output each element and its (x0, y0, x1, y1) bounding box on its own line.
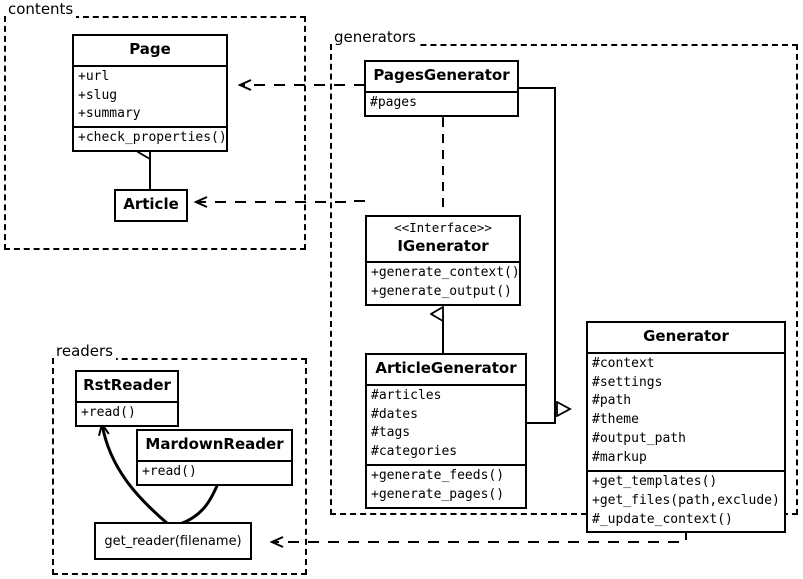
class-methods-generator: +get_templates() +get_files(path,exclude… (588, 469, 784, 532)
class-attribute: #path (592, 393, 632, 409)
class-attribute: #settings (592, 374, 663, 390)
class-attribute: +slug (78, 87, 118, 103)
class-box-article[interactable]: Article (114, 189, 188, 222)
class-box-pagesgenerator[interactable]: PagesGenerator #pages (364, 60, 519, 117)
package-frame-contents (4, 16, 306, 250)
class-attribute: #tags (371, 425, 411, 441)
class-attributes-generator: #context #settings #path #theme #output_… (588, 351, 784, 470)
class-methods-mardownreader: +read() (138, 459, 291, 484)
class-attribute: #pages (370, 94, 417, 110)
class-attribute: #categories (371, 444, 458, 460)
class-attribute: #markup (592, 449, 647, 465)
class-name-page: Page (129, 40, 171, 58)
class-stereotype-igenerator: <<Interface>> (394, 220, 492, 235)
class-method: +generate_pages() (371, 486, 505, 502)
class-box-articlegenerator[interactable]: ArticleGenerator #articles #dates #tags … (365, 353, 527, 509)
class-attribute: #theme (592, 412, 639, 428)
class-method: +get_templates() (592, 473, 718, 489)
class-name-articlegenerator: ArticleGenerator (375, 359, 517, 377)
class-name-text: IGenerator (397, 236, 489, 255)
class-name-pagesgenerator: PagesGenerator (373, 66, 510, 84)
class-name-igenerator: <<Interface>> IGenerator (367, 217, 519, 261)
class-methods-igenerator: +generate_context() +generate_output() (367, 261, 520, 304)
class-attribute: #dates (371, 406, 418, 422)
package-frame-readers (52, 358, 307, 575)
node-get-reader-label: get_reader(filename) (104, 533, 242, 549)
class-attributes-articlegenerator: #articles #dates #tags #categories (367, 383, 525, 464)
class-attribute: +url (78, 68, 110, 84)
class-name-mardownreader: MardownReader (145, 435, 284, 453)
class-attributes-page: +url +slug +summary (74, 64, 226, 127)
class-box-igenerator[interactable]: <<Interface>> IGenerator +generate_conte… (365, 215, 521, 307)
class-method: +generate_feeds() (371, 468, 505, 484)
class-method: #_update_context() (592, 511, 733, 527)
class-method: +read() (81, 404, 136, 420)
class-methods-page: +check_properties() (74, 126, 227, 150)
class-attribute: #output_path (592, 431, 686, 447)
class-attributes-pagesgenerator: #pages (366, 90, 517, 115)
class-method: +get_files(path,exclude) (592, 492, 780, 508)
class-name-rstreader: RstReader (83, 376, 171, 394)
class-methods-articlegenerator: +generate_feeds() +generate_pages() (367, 464, 525, 507)
class-name-generator: Generator (643, 327, 729, 345)
class-box-page[interactable]: Page +url +slug +summary +check_properti… (72, 34, 228, 153)
class-box-generator[interactable]: Generator #context #settings #path #them… (586, 321, 786, 534)
package-label-readers: readers (54, 342, 116, 360)
package-label-contents: contents (6, 0, 77, 18)
class-name-article: Article (123, 195, 179, 213)
class-method: +check_properties() (78, 130, 227, 146)
class-box-rstreader[interactable]: RstReader +read() (75, 370, 179, 427)
class-methods-rstreader: +read() (77, 400, 177, 425)
class-attribute: +summary (78, 106, 141, 122)
class-attribute: #articles (371, 387, 442, 403)
class-box-mardownreader[interactable]: MardownReader +read() (136, 429, 293, 486)
node-get-reader[interactable]: get_reader(filename) (94, 522, 252, 560)
package-label-generators: generators (332, 28, 419, 46)
class-method: +generate_output() (371, 284, 512, 300)
class-attribute: #context (592, 355, 655, 371)
class-method: +generate_context() (371, 265, 520, 281)
class-method: +read() (142, 463, 197, 479)
